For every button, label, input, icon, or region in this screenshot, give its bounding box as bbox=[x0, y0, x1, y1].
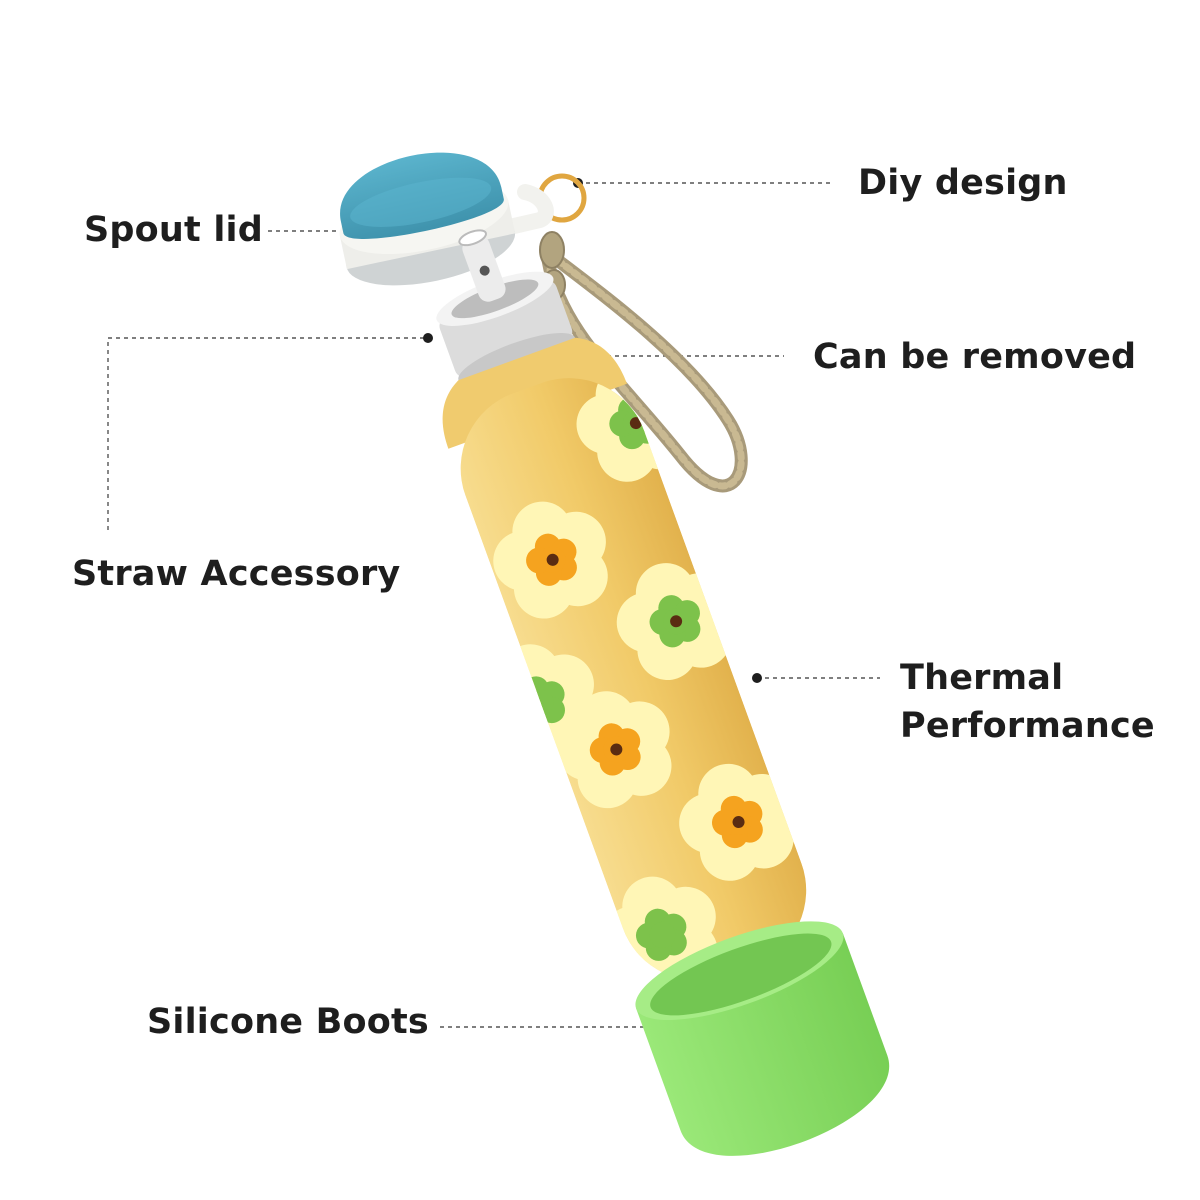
label-silicone-boots-text: Silicone Boots bbox=[147, 1002, 429, 1042]
label-diy-design-text: Diy design bbox=[858, 163, 1068, 203]
label-thermal-performance: Thermal Performance bbox=[900, 654, 1155, 750]
label-straw-accessory-text: Straw Accessory bbox=[72, 554, 401, 594]
label-silicone-boots: Silicone Boots bbox=[147, 998, 429, 1046]
label-spout-lid: Spout lid bbox=[84, 206, 263, 254]
bottle bbox=[436, 229, 890, 1156]
spout-lid bbox=[339, 152, 554, 286]
label-can-be-removed-text: Can be removed bbox=[813, 337, 1137, 377]
label-straw-accessory: Straw Accessory bbox=[72, 550, 400, 598]
leader-straw-accessory bbox=[107, 337, 428, 530]
label-can-be-removed: Can be removed bbox=[813, 333, 1136, 381]
dot-thermal-performance bbox=[752, 673, 762, 683]
label-spout-lid-text: Spout lid bbox=[84, 210, 263, 250]
dot-straw-accessory bbox=[423, 333, 433, 343]
label-diy-design: Diy design bbox=[858, 159, 1068, 207]
label-thermal-line2: Performance bbox=[900, 706, 1155, 746]
silicone-boot bbox=[635, 921, 890, 1156]
label-thermal-line1: Thermal bbox=[900, 658, 1064, 698]
